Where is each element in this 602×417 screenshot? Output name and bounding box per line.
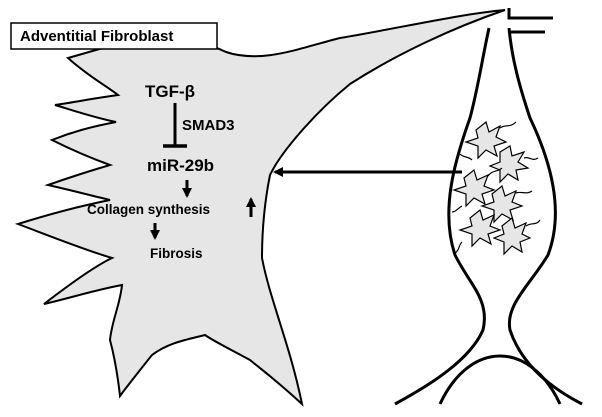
mini-fibroblast — [452, 168, 496, 208]
fibroblast-cell-shape — [14, 9, 506, 407]
aorta-vessel — [394, 8, 583, 406]
mini-fibroblast — [480, 184, 524, 224]
cell-label-box — [10, 22, 218, 50]
fibrosis-label: Fibrosis — [150, 246, 203, 261]
cell-label: Adventitial Fibroblast — [20, 28, 173, 45]
mini-fibroblast — [458, 208, 502, 248]
smad3-label: SMAD3 — [182, 117, 235, 134]
collagen-synthesis-label: Collagen synthesis — [87, 202, 210, 217]
mini-fibroblast — [488, 145, 530, 184]
mir-29b-label: miR-29b — [147, 156, 214, 175]
fibroblast-processes — [451, 121, 541, 255]
vessel-bifurcation — [438, 354, 562, 405]
mini-fibroblast — [492, 216, 532, 256]
tgf-beta-label: TGF-β — [145, 82, 195, 101]
mini-fibroblast — [464, 120, 508, 160]
fibroblast-cluster — [452, 120, 532, 256]
